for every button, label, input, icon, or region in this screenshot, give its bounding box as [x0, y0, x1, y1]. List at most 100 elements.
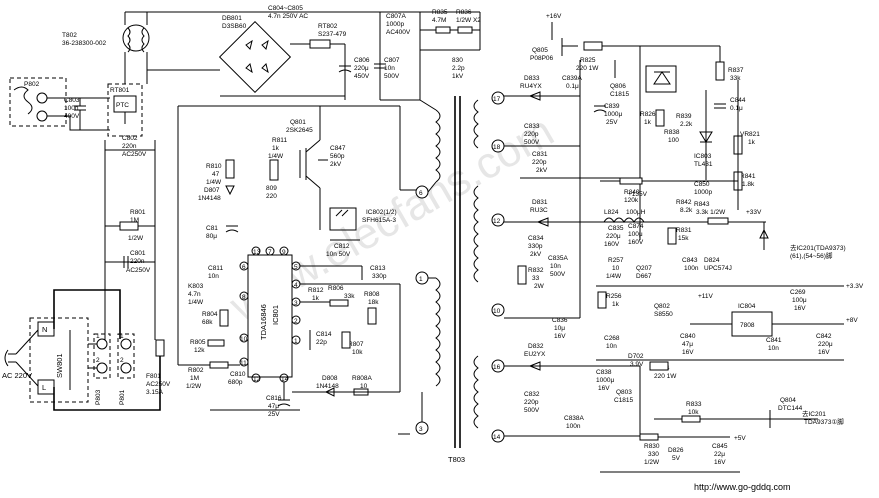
c840-label: C840 — [680, 333, 696, 340]
c842-label: C842 — [816, 333, 832, 340]
r832-label: R832 — [528, 267, 544, 274]
ic801-pin: 7 — [268, 249, 272, 256]
transformer-t803: 6 1 3 17 18 12 10 16 14 T803 — [398, 91, 505, 464]
c811-val: 10n — [208, 273, 219, 280]
c268-val: 10n — [606, 343, 617, 350]
ic801-pin: 11 — [240, 360, 247, 367]
f801-val2: 3.15A — [146, 389, 164, 396]
r838-val: 100 — [668, 137, 679, 144]
r807-label: R807 — [348, 341, 364, 348]
r831-label: R831 — [676, 227, 692, 234]
r807-val: 10k — [352, 349, 363, 356]
d826-label: D826 — [668, 447, 684, 454]
ic801-pin: 6 — [242, 264, 246, 271]
to-ic201-c: 去IC201 — [802, 409, 826, 418]
t803-pin: 14 — [493, 434, 501, 441]
d824-type: UPC574J — [704, 265, 732, 272]
d824-label: D824 — [704, 257, 720, 264]
ic801-pin: 10 — [240, 336, 248, 343]
c836-val2: 16V — [554, 333, 566, 340]
p801-label: P801 — [119, 389, 126, 405]
c832-val1: 220p — [524, 399, 539, 406]
c803-val2: 400V — [64, 113, 80, 120]
r812-val: 1k — [312, 295, 320, 302]
ic803-type: TL431 — [694, 161, 713, 168]
q207-label: Q207 — [636, 265, 652, 272]
c839-label: C839 — [604, 103, 620, 110]
c830-val2: 1kV — [452, 73, 464, 80]
c843-label: C843 — [682, 257, 698, 264]
c835a-val1: 10n — [550, 263, 561, 270]
r256-val: 1k — [612, 301, 620, 308]
c835-val1: 220μ — [606, 233, 621, 240]
db801-label: DB801 — [222, 15, 242, 22]
c842-val2: 16V — [818, 349, 830, 356]
r809-label: 809 — [266, 185, 277, 192]
q806-type: C1815 — [610, 91, 630, 98]
c814-val: 22p — [316, 339, 327, 346]
ic804-label: IC804 — [738, 303, 756, 310]
c835-val2: 160V — [604, 241, 620, 248]
r826-val: 1k — [644, 119, 652, 126]
c834-val2: 2kV — [530, 251, 542, 258]
d831-label: D831 — [532, 199, 548, 206]
c802-val2: AC250V — [122, 151, 147, 158]
p803-label: P803 — [95, 389, 102, 405]
r257-label: R257 — [608, 257, 624, 264]
r802-val1: 1M — [190, 375, 199, 382]
v11-label: +11V — [698, 293, 714, 300]
ic801-pin: 14 — [281, 376, 289, 383]
c813-label: C813 — [370, 265, 386, 272]
c838-val2: 16V — [598, 385, 610, 392]
c804-label: C804~C805 — [268, 5, 303, 12]
r813-label: R806 — [328, 285, 344, 292]
c812-val: 10n 50V — [326, 251, 351, 258]
ic801-pin: 9 — [282, 249, 286, 256]
c839a-val: 0.1μ — [566, 83, 579, 90]
ic803-label: IC803 — [694, 153, 712, 160]
l824-label: L824 — [604, 209, 619, 216]
r833-val: 10k — [688, 409, 699, 416]
r812-label: R812 — [308, 287, 324, 294]
c874-val2: 160V — [628, 239, 644, 246]
ic801-pin: 13 — [253, 249, 261, 256]
c845-val2: 16V — [714, 459, 726, 466]
v3v3-label: +3.3V — [846, 283, 864, 290]
c847-label: C847 — [330, 145, 346, 152]
c801-label: C801 — [130, 250, 146, 257]
r809-val: 220 — [266, 193, 277, 200]
c816-val2: 25V — [268, 411, 280, 418]
r806-val: 33k — [344, 293, 355, 300]
r801-val2: 1/2W — [128, 235, 144, 242]
q803-label: Q803 — [616, 389, 632, 396]
r805-val: 12k — [194, 347, 205, 354]
k803-val2: 1/4W — [188, 299, 204, 306]
c803-val1: 100n — [64, 105, 79, 112]
c841-val: 10n — [768, 345, 779, 352]
t803-pin: 12 — [493, 218, 501, 225]
r836-label: R836 — [456, 9, 472, 16]
r837-label: R837 — [728, 67, 744, 74]
c833-label: C833 — [524, 123, 540, 130]
c845-label: C845 — [712, 443, 728, 450]
r257-val2: 1/4W — [606, 273, 622, 280]
c840-val2: 16V — [682, 349, 694, 356]
r830-label: R830 — [644, 443, 660, 450]
db801-type: D3SB60 — [222, 23, 247, 30]
c831-val2: 2kV — [536, 167, 548, 174]
c835-label: C835 — [608, 225, 624, 232]
c830-val1: 2.2p — [452, 65, 465, 72]
r825-val: 220 1W — [576, 65, 599, 72]
q806-label: Q806 — [610, 83, 626, 90]
c806-val2: 450V — [354, 73, 370, 80]
r808a-val: 10 — [360, 383, 368, 390]
c835a-val2: 500V — [550, 271, 566, 278]
v8-label: +8V — [846, 317, 858, 324]
r808-val: 18k — [368, 299, 379, 306]
c874-val1: 100μ — [628, 231, 643, 238]
conn-pin: 1 — [96, 333, 100, 340]
bridge-db801 — [218, 20, 292, 94]
rt801-label: RT801 — [110, 87, 130, 94]
c807-val1: 10n — [384, 65, 395, 72]
conn-pin: 2 — [96, 357, 100, 364]
